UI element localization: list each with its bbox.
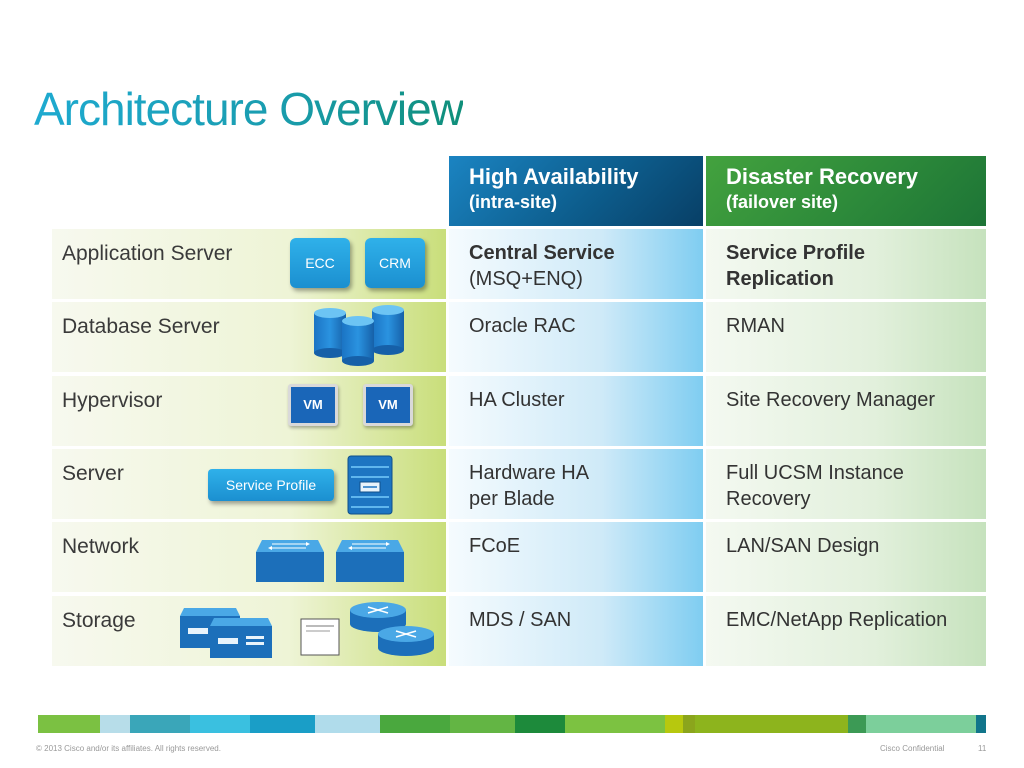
database-cylinder-icon — [372, 305, 404, 355]
column-subtitle: (intra-site) — [469, 192, 558, 212]
footer-color-segment — [450, 715, 515, 733]
dr-cell: LAN/SAN Design — [706, 522, 986, 592]
footer-color-segment — [695, 715, 848, 733]
ha-cell: Hardware HA per Blade — [449, 449, 703, 519]
dr-cell: EMC/NetApp Replication — [706, 596, 986, 666]
ha-cell: Oracle RAC — [449, 302, 703, 372]
ha-cell-line: Hardware HA — [469, 462, 590, 484]
dr-cell-line: Site Recovery Manager — [726, 389, 935, 411]
ha-cell-line: per Blade — [469, 488, 555, 510]
footer-color-segment — [130, 715, 190, 733]
column-subtitle: (failover site) — [726, 192, 839, 212]
column-header-high-availability: High Availability (intra-site) — [449, 156, 703, 226]
row-label-text: Storage — [62, 609, 136, 632]
row-label-text: Network — [62, 535, 140, 558]
vm-icon: VM — [288, 384, 338, 426]
footer-color-segment — [565, 715, 665, 733]
network-switch-icon — [256, 540, 404, 582]
dr-cell: Site Recovery Manager — [706, 376, 986, 446]
footer-color-segment — [380, 715, 450, 733]
dr-cell-line: Replication — [726, 268, 834, 290]
row-label-text: Application Server — [62, 242, 233, 265]
ha-cell: HA Cluster — [449, 376, 703, 446]
database-icon — [314, 305, 404, 366]
ha-cell: Central Service (MSQ+ENQ) — [449, 229, 703, 299]
blade-server-icon — [347, 455, 393, 515]
footer-color-segment — [515, 715, 565, 733]
document-card-icon — [300, 618, 340, 656]
storage-array-icon — [180, 608, 272, 658]
dr-cell-line: RMAN — [726, 315, 785, 337]
dr-cell: Full UCSM Instance Recovery — [706, 449, 986, 519]
footer-color-segment — [848, 715, 866, 733]
ha-cell-line: Central Service — [469, 242, 615, 264]
footer-color-segment — [38, 715, 100, 733]
ha-cell: MDS / SAN — [449, 596, 703, 666]
footer-color-segment — [976, 715, 986, 733]
dr-cell-line: Recovery — [726, 488, 811, 510]
row-label-text: Server — [62, 462, 124, 485]
service-profile-badge: Service Profile — [208, 469, 334, 501]
footer-color-segment — [866, 715, 976, 733]
ha-cell-line: FCoE — [469, 535, 521, 557]
router-icon — [350, 602, 434, 656]
dr-cell-line: Service Profile — [726, 242, 865, 264]
column-header-disaster-recovery: Disaster Recovery (failover site) — [706, 156, 986, 226]
copyright-text: © 2013 Cisco and/or its affiliates. All … — [36, 744, 221, 753]
dr-cell-line: LAN/SAN Design — [726, 535, 880, 557]
page-title: Architecture Overview — [34, 83, 464, 135]
database-cylinder-icon — [342, 316, 374, 366]
column-title: High Availability — [469, 164, 639, 189]
dr-cell-line: Full UCSM Instance — [726, 462, 904, 484]
footer-color-segment — [190, 715, 250, 733]
ha-cell-line: (MSQ+ENQ) — [469, 268, 583, 290]
dr-cell-line: EMC/NetApp Replication — [726, 609, 948, 631]
footer-color-segment — [665, 715, 683, 733]
vm-icon: VM — [363, 384, 413, 426]
ha-cell: FCoE — [449, 522, 703, 592]
dr-cell: Service Profile Replication — [706, 229, 986, 299]
row-label-text: Database Server — [62, 315, 220, 338]
footer-color-segment — [315, 715, 380, 733]
footer-color-segment — [683, 715, 695, 733]
footer-color-segment — [250, 715, 315, 733]
column-title: Disaster Recovery — [726, 164, 919, 189]
dr-cell: RMAN — [706, 302, 986, 372]
database-cylinder-icon — [314, 308, 346, 358]
ecc-icon: ECC — [290, 238, 350, 288]
footer-color-segment — [100, 715, 130, 733]
ha-cell-line: Oracle RAC — [469, 315, 576, 337]
row-label-text: Hypervisor — [62, 389, 163, 412]
crm-icon: CRM — [365, 238, 425, 288]
page-number: 11 — [978, 744, 987, 753]
ha-cell-line: HA Cluster — [469, 389, 565, 411]
confidential-label: Cisco Confidential — [880, 744, 945, 753]
ha-cell-line: MDS / SAN — [469, 609, 572, 631]
